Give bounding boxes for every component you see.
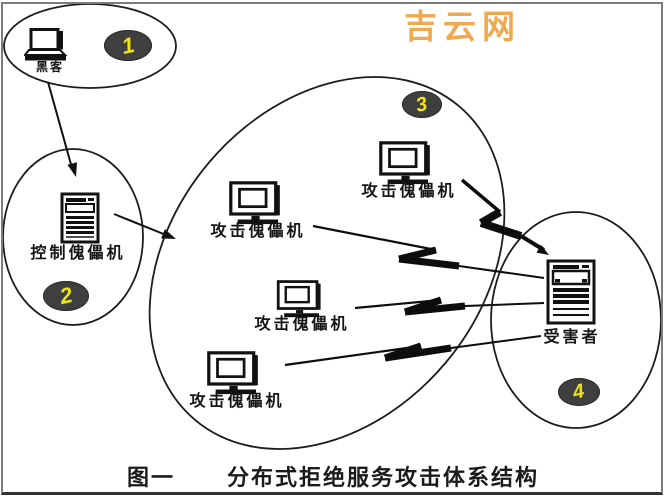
attack-machine-label-3: 攻击傀儡机 [254, 316, 350, 333]
zone-badge-4: 4 [558, 378, 600, 406]
attack-machine-icon-4 [204, 351, 264, 395]
hacker-laptop-icon [24, 28, 70, 62]
figure-caption: 图一 分布式拒绝服务攻击体系结构 [0, 460, 666, 492]
attack-bolt-2 [312, 224, 545, 279]
figure-number: 图一 [126, 465, 175, 490]
attack-machine-icon-2 [376, 141, 436, 185]
attack-machine-label-4: 攻击傀儡机 [189, 393, 285, 410]
zone-badge-number: 1 [119, 31, 137, 59]
zone-badge-number: 4 [571, 380, 587, 404]
zone-badge-1: 1 [104, 30, 152, 61]
hacker-zone-ellipse [3, 3, 177, 89]
attack-machine-label-2: 攻击傀儡机 [361, 183, 457, 200]
attack-machine-icon-3 [274, 280, 326, 318]
agents-zone-ellipse [148, 76, 506, 450]
hacker-to-control-arrow [47, 81, 77, 177]
control-zone-ellipse [2, 148, 144, 326]
control-to-agents-arrow [113, 213, 176, 239]
attack-bolt-1 [460, 178, 549, 255]
zone-badge-3: 3 [402, 91, 442, 118]
zone-badge-number: 2 [57, 282, 75, 310]
figure-title: 分布式拒绝服务攻击体系结构 [227, 465, 540, 490]
control-server-icon [60, 192, 100, 244]
site-watermark: 吉云网 [404, 8, 521, 45]
victim-label: 受害者 [543, 329, 601, 346]
zone-badge-2: 2 [43, 281, 89, 311]
control-label: 控制傀儡机 [30, 245, 126, 262]
victim-server-icon [546, 259, 596, 325]
attack-bolt-4 [284, 335, 542, 367]
attack-machine-icon-1 [226, 181, 286, 225]
attack-machine-label-1: 攻击傀儡机 [210, 223, 306, 240]
attack-bolt-3 [354, 296, 545, 316]
hacker-label: 黑客 [35, 60, 65, 74]
zone-badge-number: 3 [414, 92, 430, 117]
